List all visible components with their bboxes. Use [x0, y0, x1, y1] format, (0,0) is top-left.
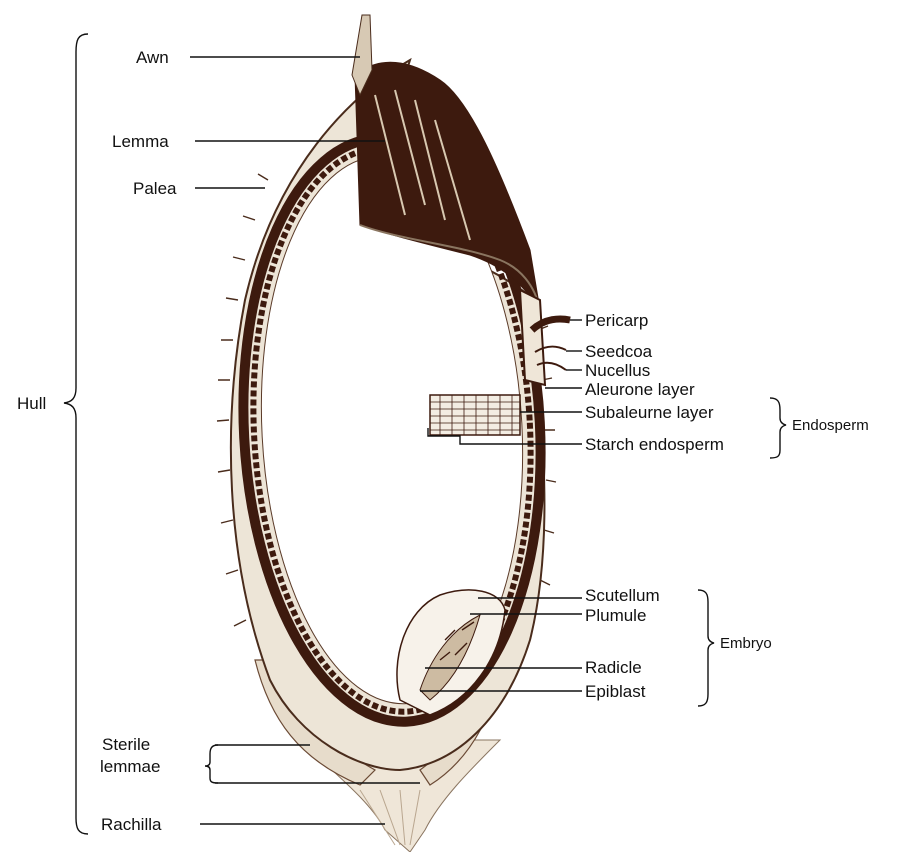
label-starch: Starch endosperm [585, 435, 724, 454]
seed-layers-cut [520, 290, 545, 385]
subaleurone-block [430, 395, 520, 435]
label-sterile-1: Sterile [102, 735, 150, 754]
label-endosperm: Endosperm [792, 417, 869, 434]
label-awn: Awn [136, 48, 169, 67]
label-plumule: Plumule [585, 606, 646, 625]
label-hull: Hull [17, 394, 46, 413]
hull-brace [64, 34, 88, 834]
label-nucellus: Nucellus [585, 361, 650, 380]
sterile-brace [205, 745, 218, 783]
label-lemma: Lemma [112, 132, 169, 151]
label-subaleurne: Subaleurne layer [585, 403, 714, 422]
label-radicle: Radicle [585, 658, 642, 677]
label-pericarp: Pericarp [585, 311, 648, 330]
endosperm-brace [770, 398, 786, 458]
label-palea: Palea [133, 179, 177, 198]
label-epiblast: Epiblast [585, 682, 646, 701]
label-sterile-2: lemmae [100, 757, 160, 776]
label-rachilla: Rachilla [101, 815, 162, 834]
label-scutellum: Scutellum [585, 586, 660, 605]
embryo-brace [698, 590, 714, 706]
label-aleurone: Aleurone layer [585, 380, 695, 399]
label-embryo: Embryo [720, 635, 772, 652]
label-seedcoa: Seedcoa [585, 342, 653, 361]
